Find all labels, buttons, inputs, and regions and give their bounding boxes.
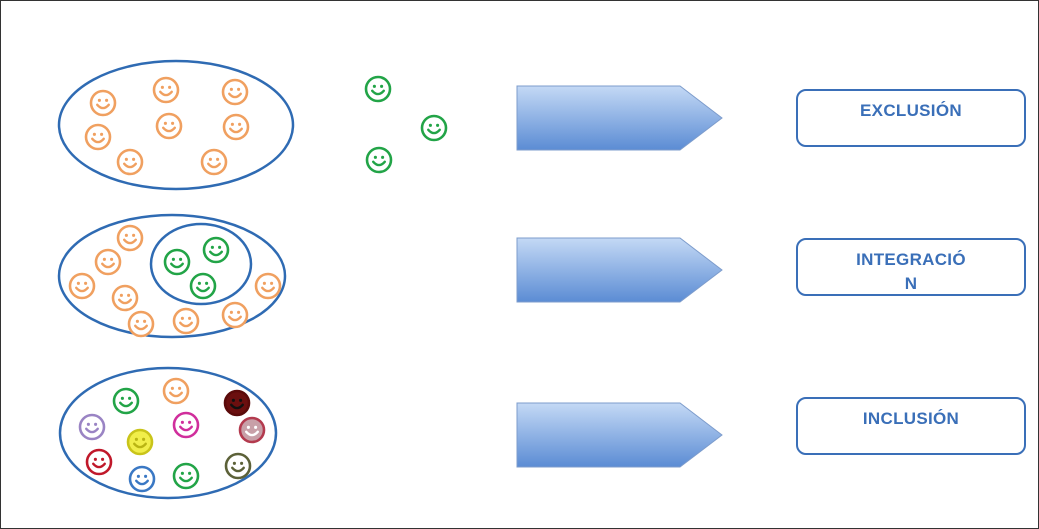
- smiley-face-icon: [221, 301, 249, 329]
- smiley-face-icon: [116, 224, 144, 252]
- integration-label-box: INTEGRACIÓN: [796, 238, 1026, 296]
- smiley-face-icon: [94, 248, 122, 276]
- smiley-face-icon: [172, 411, 200, 439]
- inclusion-faces: [78, 377, 266, 493]
- smiley-face-icon: [365, 146, 393, 174]
- integration-faces: [68, 224, 282, 338]
- smiley-face-icon: [112, 387, 140, 415]
- pentagon-arrow-icon: [516, 85, 723, 151]
- integration-label: INTEGRACIÓN: [856, 250, 966, 293]
- smiley-face-icon: [116, 148, 144, 176]
- smiley-face-icon: [254, 272, 282, 300]
- smiley-face-icon: [152, 76, 180, 104]
- smiley-face-icon: [128, 465, 156, 493]
- smiley-face-icon: [420, 114, 448, 142]
- exclusion-label-box: EXCLUSIÓN: [796, 89, 1026, 147]
- smiley-face-icon: [68, 272, 96, 300]
- smiley-face-icon: [224, 452, 252, 480]
- smiley-face-icon: [238, 416, 266, 444]
- pentagon-arrow-icon: [516, 237, 723, 303]
- smiley-face-icon: [111, 284, 139, 312]
- smiley-face-icon: [155, 112, 183, 140]
- smiley-face-icon: [163, 248, 191, 276]
- smiley-face-icon: [172, 462, 200, 490]
- smiley-face-icon: [200, 148, 228, 176]
- smiley-face-icon: [85, 448, 113, 476]
- smiley-face-icon: [202, 236, 230, 264]
- inclusion-label: INCLUSIÓN: [862, 409, 960, 428]
- smiley-face-icon: [78, 413, 106, 441]
- inclusion-label-box: INCLUSIÓN: [796, 397, 1026, 455]
- smiley-face-icon: [89, 89, 117, 117]
- integration-inner-circle: [149, 222, 253, 306]
- smiley-face-icon: [221, 78, 249, 106]
- smiley-face-icon: [162, 377, 190, 405]
- smiley-face-icon: [84, 123, 112, 151]
- smiley-face-icon: [222, 113, 250, 141]
- inclusion-group-circle: [58, 366, 278, 500]
- smiley-face-icon: [364, 75, 392, 103]
- pentagon-arrow-icon: [516, 402, 723, 468]
- smiley-face-icon: [189, 272, 217, 300]
- smiley-face-icon: [172, 307, 200, 335]
- smiley-face-icon: [223, 389, 251, 417]
- integration-group-circle: [57, 213, 287, 339]
- smiley-face-icon: [127, 310, 155, 338]
- exclusion-group-circle: [57, 59, 295, 191]
- smiley-face-icon: [126, 428, 154, 456]
- exclusion-faces: [84, 75, 448, 176]
- exclusion-label: EXCLUSIÓN: [860, 101, 962, 120]
